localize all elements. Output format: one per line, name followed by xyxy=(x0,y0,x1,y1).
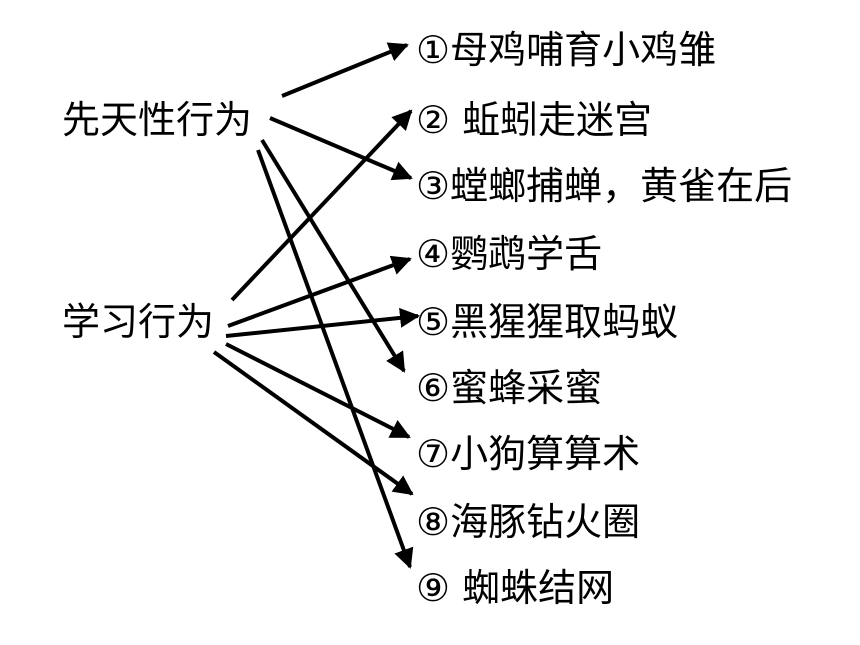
item-9: ⑨ 蜘蛛结网 xyxy=(416,566,615,610)
category-innate-behavior: 先天性行为 xyxy=(62,98,253,142)
item-2: ② 蚯蚓走迷宫 xyxy=(416,98,653,142)
arrow-learned-to-item-2 xyxy=(230,109,413,302)
arrow-learned-to-item-7 xyxy=(225,342,411,439)
item-6: ⑥蜜蜂采蜜 xyxy=(416,366,603,410)
category-learned-behavior: 学习行为 xyxy=(62,300,215,344)
item-1: ①母鸡哺育小鸡雏 xyxy=(416,28,717,72)
arrow-innate-to-item-1 xyxy=(281,42,409,98)
item-7: ⑦小狗算算术 xyxy=(416,432,641,476)
item-8: ⑧海豚钻火圈 xyxy=(416,500,641,544)
item-4: ④鹦鹉学舌 xyxy=(416,232,603,276)
arrow-learned-to-item-5 xyxy=(225,307,420,338)
arrow-innate-to-item-6 xyxy=(260,138,406,373)
arrow-learned-to-item-4 xyxy=(227,255,412,328)
arrow-learned-to-item-8 xyxy=(212,350,414,496)
arrow-innate-to-item-3 xyxy=(269,116,413,181)
arrow-innate-to-item-9 xyxy=(256,149,414,569)
item-3: ③螳螂捕蝉，黄雀在后 xyxy=(416,164,793,208)
item-5: ⑤黑猩猩取蚂蚁 xyxy=(416,300,679,344)
